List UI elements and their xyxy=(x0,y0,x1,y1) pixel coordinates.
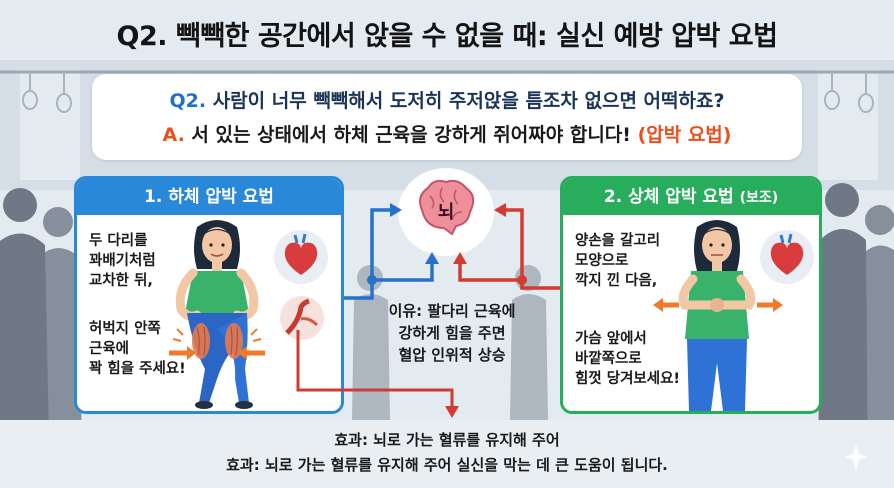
upper-body-illustration xyxy=(653,220,783,411)
text-line: 꽈배기처럼 xyxy=(89,253,156,269)
text-line: 힘껏 당겨보세요! xyxy=(575,371,681,387)
blood-vessel-icon xyxy=(280,296,324,340)
upper-body-panel-title: 2. 상체 압박 요법 (보조) xyxy=(563,179,819,215)
upper-body-panel-title-main: 2. 상체 압박 요법 xyxy=(603,187,734,207)
question-line: Q2. 사람이 너무 빽빽해서 도저히 주저앉을 틈조차 없으면 어떡하죠? xyxy=(92,84,802,118)
question-text: 사람이 너무 빽빽해서 도저히 주저앉을 틈조차 없으면 어떡하죠? xyxy=(206,90,725,112)
heart-icon xyxy=(760,230,814,284)
text-line: 깍지 낀 다음, xyxy=(575,273,658,289)
brain-icon xyxy=(419,179,475,236)
answer-prefix: A. xyxy=(162,124,185,146)
upper-body-step2: 가슴 앞에서 바깥쪽으로 힘껏 당겨보세요! xyxy=(575,329,680,389)
lower-body-panel-title: 1. 하체 압박 요법 xyxy=(77,179,341,215)
text-line: 바깥쪽으로 xyxy=(575,351,642,367)
heart-icon xyxy=(274,230,328,284)
text-line: 혈압 인위적 상승 xyxy=(398,346,506,364)
lower-body-illustration xyxy=(169,220,265,409)
text-line: 허벅지 안쪽 xyxy=(89,321,161,337)
answer-line: A. 서 있는 상태에서 하체 근육을 강하게 쥐어짜야 합니다! (압박 요법… xyxy=(92,118,802,152)
effect-text-1: 효과: 뇌로 가는 혈류를 유지해 주어 xyxy=(334,431,560,449)
question-prefix: Q2. xyxy=(169,90,207,112)
effect-text-2: 효과: 뇌로 가는 혈류를 유지해 주어 실신을 막는 데 큰 도움이 됩니다. xyxy=(226,456,668,474)
text-line: 두 다리를 xyxy=(89,233,148,249)
text-line: 이유: 팔다리 근육에 xyxy=(388,302,516,320)
upper-body-panel: 2. 상체 압박 요법 (보조) 양손을 갈고리 모양으로 깍지 낀 다음, 가… xyxy=(560,176,822,414)
text-line: 꽉 힘을 주세요! xyxy=(89,361,186,377)
reason-text: 이유: 팔다리 근육에 강하게 힘을 주면 혈압 인위적 상승 xyxy=(346,300,558,366)
qa-box: Q2. 사람이 너무 빽빽해서 도저히 주저앉을 틈조차 없으면 어떡하죠? A… xyxy=(92,74,802,160)
page-title: Q2. 빽빽한 공간에서 앉을 수 없을 때: 실신 예방 압박 요법 xyxy=(116,21,778,52)
lower-body-step1: 두 다리를 꽈배기처럼 교차한 뒤, xyxy=(89,231,156,291)
text-line: 모양으로 xyxy=(575,253,629,269)
text-line: 교차한 뒤, xyxy=(89,273,153,289)
text-line: 강하게 힘을 주면 xyxy=(398,324,506,342)
lower-body-panel: 1. 하체 압박 요법 xyxy=(74,176,344,414)
answer-text: 서 있는 상태에서 하체 근육을 강하게 쥐어짜야 합니다! xyxy=(184,124,638,146)
brain-label: 뇌 xyxy=(437,202,455,223)
text-line: 가슴 앞에서 xyxy=(575,331,647,347)
answer-emphasis: (압박 요법) xyxy=(637,124,732,146)
upper-body-panel-title-sub: (보조) xyxy=(739,190,779,206)
upper-body-step1: 양손을 갈고리 모양으로 깍지 낀 다음, xyxy=(575,231,660,291)
lower-body-step2: 허벅지 안쪽 근육에 꽉 힘을 주세요! xyxy=(89,319,186,379)
text-line: 양손을 갈고리 xyxy=(575,233,661,249)
text-line: 근육에 xyxy=(89,341,130,357)
